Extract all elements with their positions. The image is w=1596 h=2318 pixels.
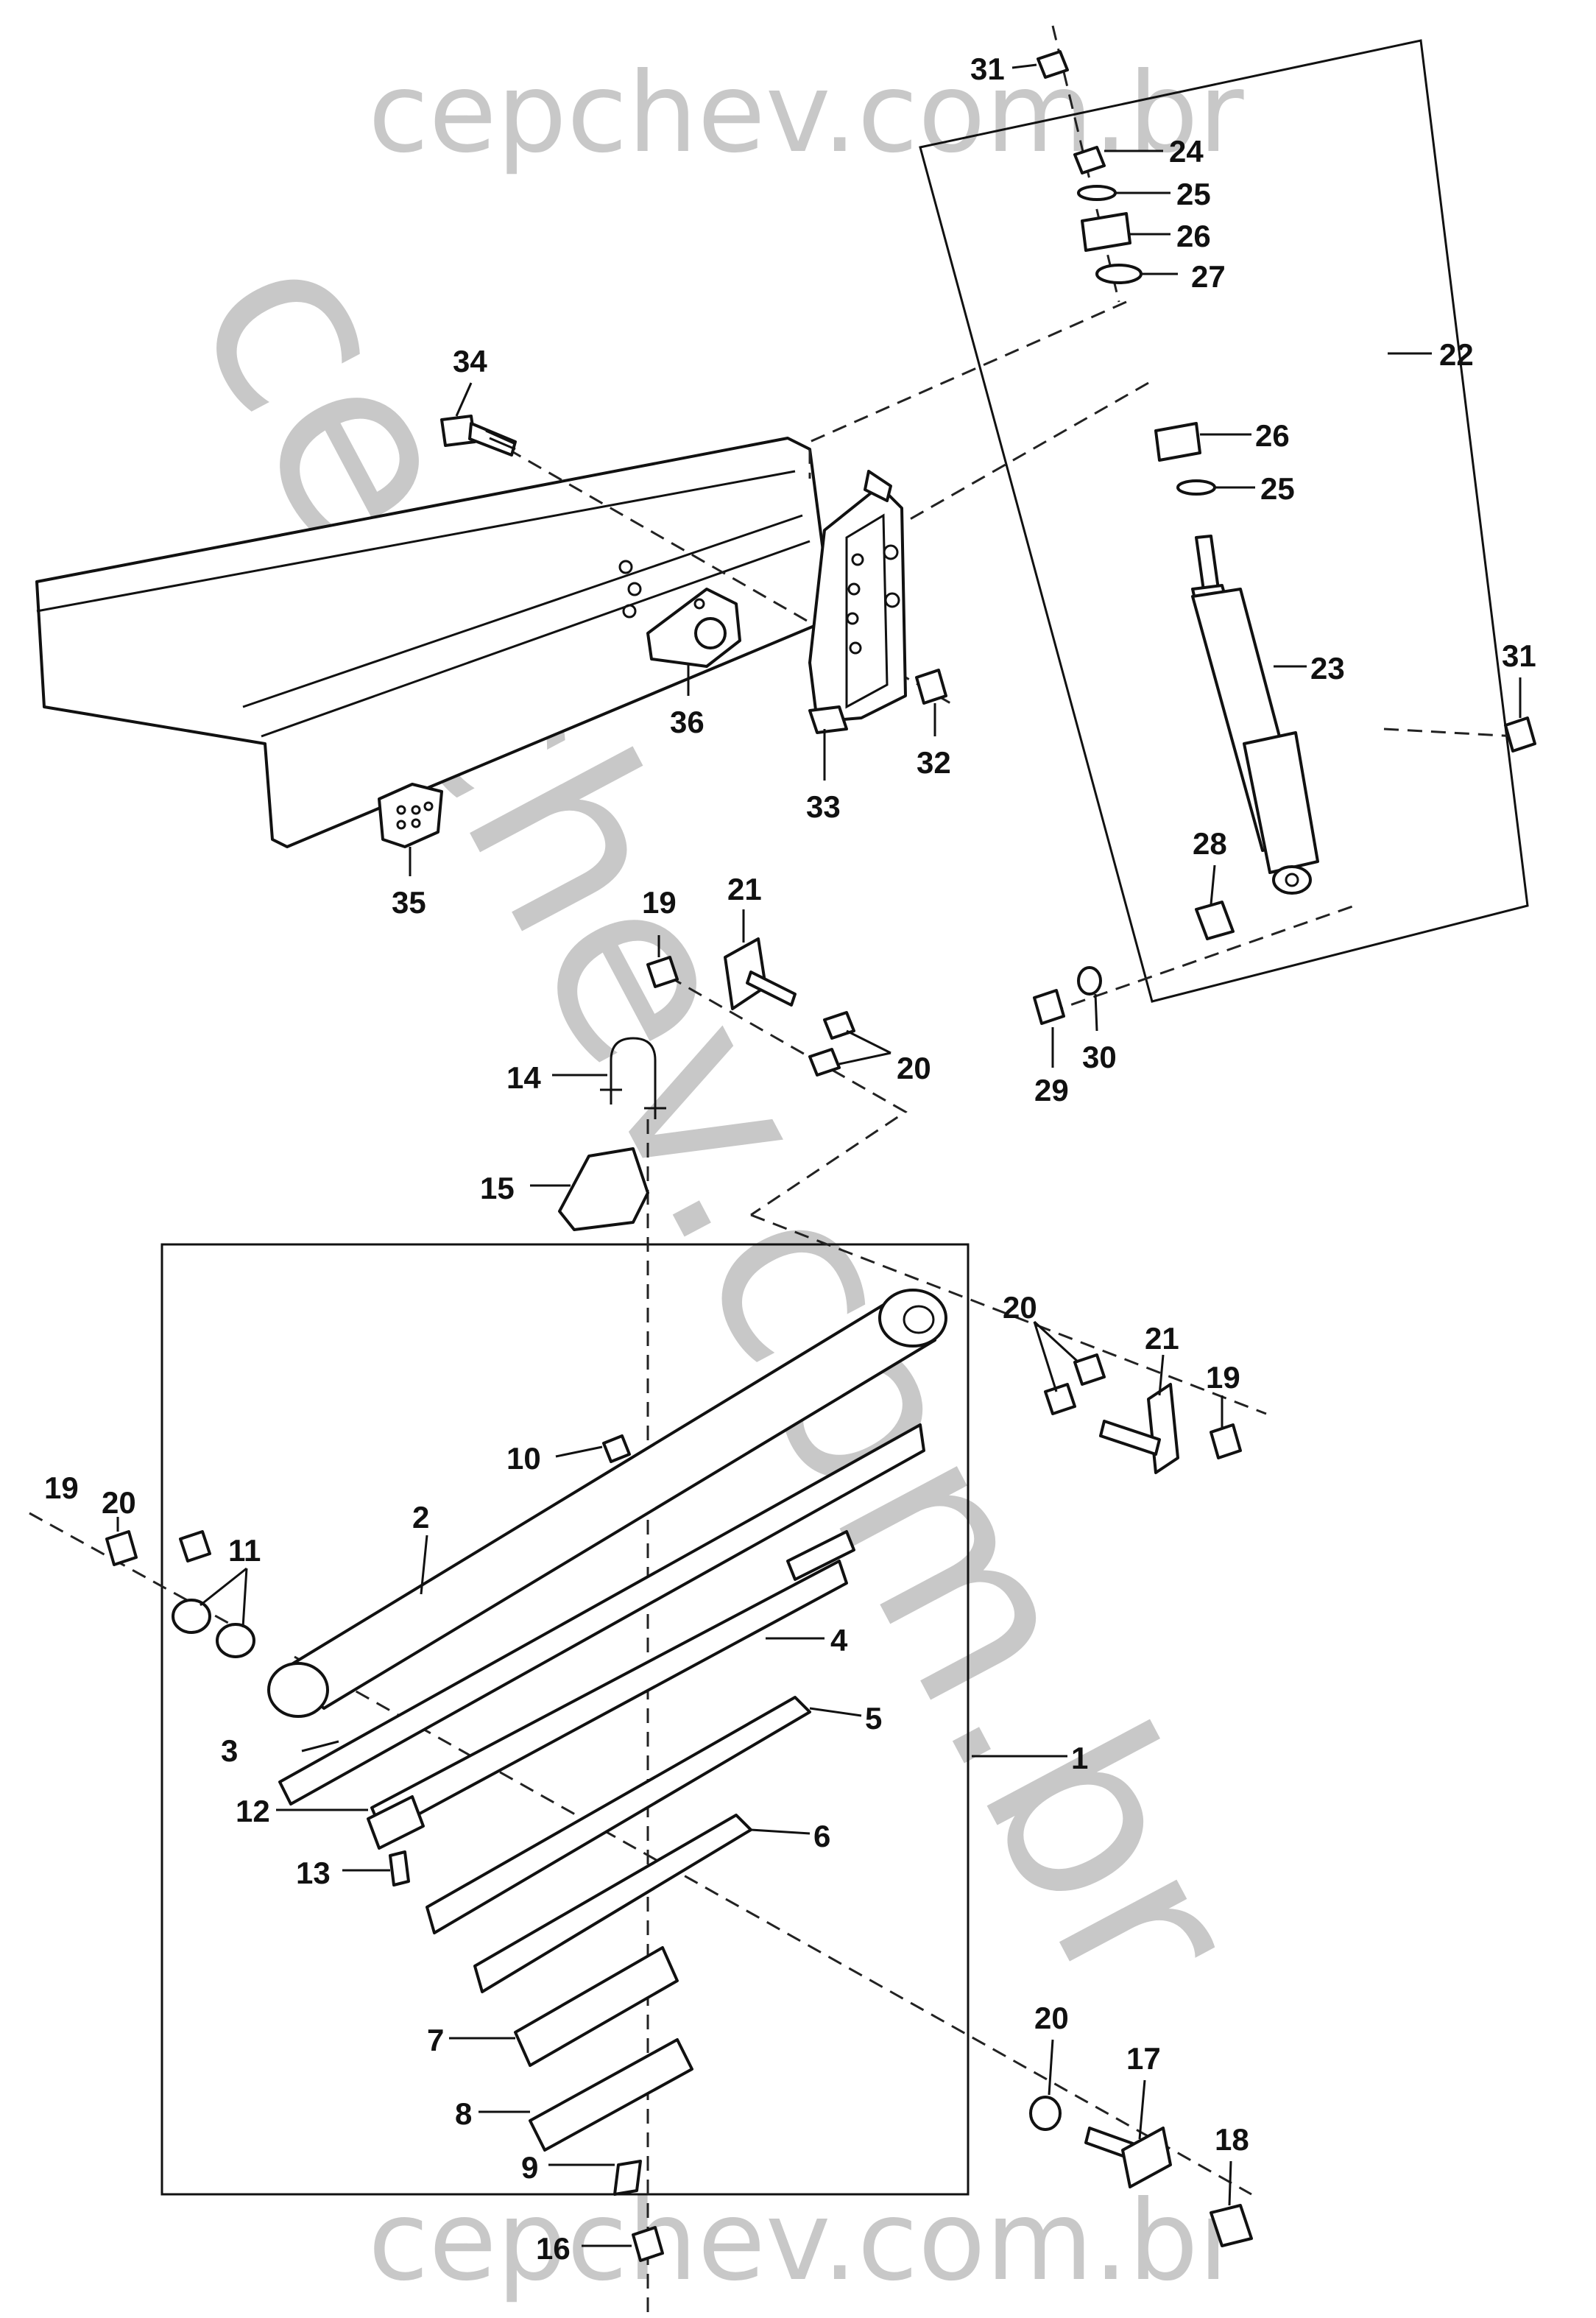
callout-13: 13 [296,1856,331,1890]
callout-25-top: 25 [1176,177,1211,211]
callout-19-left: 19 [44,1470,79,1505]
clip-12 [367,1795,425,1850]
callout-3: 3 [221,1733,238,1768]
watermark-top: cepchev.com.br [368,49,1244,177]
callout-8: 8 [455,2096,472,2131]
callout-24: 24 [1169,134,1204,169]
callout-30: 30 [1082,1040,1117,1074]
washer-25-lower [1176,479,1216,496]
callout-20-left: 20 [102,1485,136,1520]
bushing-20b [808,1048,841,1077]
bushing-26-lower [1154,422,1201,462]
callout-16: 16 [536,2231,571,2266]
shock-absorber-group-box [919,39,1529,1003]
bolt-9 [613,2160,642,2196]
leaf-7 [514,1946,679,2067]
callout-31-right: 31 [1502,638,1536,673]
nut-19-left [179,1530,211,1563]
nut-31-top [1037,50,1069,79]
callout-22: 22 [1439,337,1474,372]
callout-20-lower: 20 [1034,2001,1069,2035]
callout-34: 34 [453,344,487,378]
shock-absorber-23 [1191,535,1319,895]
bushing-11b [216,1623,255,1658]
shock-hardware [915,50,1536,1025]
callout-4: 4 [830,1623,848,1658]
callout-5: 5 [865,1701,882,1736]
callout-27: 27 [1191,259,1226,294]
nut-10 [602,1434,631,1463]
callout-17: 17 [1126,2041,1161,2076]
callout-35: 35 [392,885,426,920]
callout-20-rear: 20 [1003,1290,1037,1325]
callout-18: 18 [1215,2122,1249,2157]
washer-27 [1095,264,1143,284]
bolt-34 [440,415,517,457]
callout-25-lower: 25 [1260,471,1295,506]
leaf-8 [529,2038,693,2152]
bushing-20-lower [1029,2096,1062,2131]
leaf-3 [278,1423,925,1806]
u-bolt-14 [610,1037,657,1119]
nut-24 [1073,146,1106,175]
bolt-18 [1210,2204,1253,2247]
callout-9: 9 [521,2150,538,2185]
callout-15: 15 [480,1171,515,1205]
frame-bracket-35 [378,783,443,848]
leaf-spring-assembly [105,1289,947,2196]
watermark-bottom: cepchev.com.br [368,2177,1244,2305]
bushing-20-rear-b [1044,1383,1076,1415]
callout-26-top: 26 [1176,219,1211,253]
frame-bracket-36 [646,588,741,668]
nut-19-upper [646,956,679,988]
rear-shackle-parts [632,1353,1253,2262]
callout-28: 28 [1193,826,1227,861]
bushing-26-top [1081,212,1131,252]
bushing-20-left [105,1530,138,1566]
callout-10: 10 [506,1441,541,1476]
clip-bolt-13 [389,1850,410,1887]
callout-26-lower: 26 [1255,418,1290,453]
leaf-spring-group-box [160,1243,970,2196]
leaf-6 [473,1814,752,1993]
callout-19-upper: 19 [642,885,677,920]
shock-mount-bracket [808,470,907,734]
callout-21-upper: 21 [727,872,762,906]
leaf-5 [426,1696,811,1934]
callout-31-top: 31 [970,52,1005,86]
nut-32 [915,669,947,705]
callout-2: 2 [412,1500,429,1535]
nut-29 [1033,989,1065,1025]
callout-19-right: 19 [1206,1360,1240,1395]
washer-30 [1077,966,1102,996]
callout-20-upper: 20 [897,1051,931,1085]
callout-21-rear: 21 [1145,1321,1179,1356]
upper-shackle-parts [558,937,855,1231]
shackle-plate-21-rear [1147,1383,1179,1474]
callout-14: 14 [506,1060,541,1095]
nut-31-right [1504,716,1536,753]
callout-12: 12 [236,1794,270,1828]
spring-seat-15 [558,1147,649,1231]
leader-lines [116,63,1522,2247]
washer-25-top [1077,185,1117,201]
callout-32: 32 [917,745,951,780]
callout-11: 11 [228,1533,261,1568]
callout-36: 36 [670,705,705,739]
callout-33: 33 [806,789,841,824]
bushing-11a [172,1599,211,1634]
bushing-20a [823,1011,855,1040]
callout-29: 29 [1034,1073,1069,1107]
frame-rail [35,437,833,848]
callout-23: 23 [1310,651,1345,686]
bushing-20-rear-a [1073,1353,1106,1386]
callout-labels: 31 24 25 26 27 22 26 25 23 31 28 29 30 3… [44,52,1536,2266]
bushing-28 [1195,901,1235,940]
callout-1: 1 [1071,1741,1088,1775]
callout-7: 7 [427,2023,444,2057]
nut-16 [632,2226,664,2262]
nut-19-right [1210,1423,1242,1459]
callout-6: 6 [813,1819,830,1853]
